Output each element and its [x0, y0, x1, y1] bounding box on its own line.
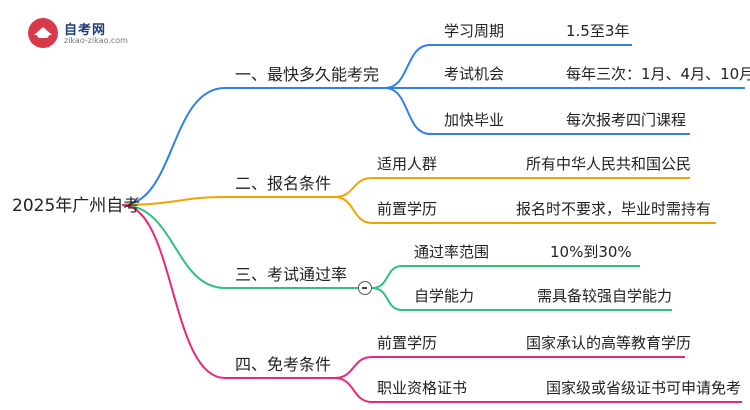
- item-3-2-key: 自学能力: [414, 287, 475, 305]
- site-logo: 自考网 zikao-zikao.com: [28, 18, 148, 48]
- item-4-2-value: 国家级或省级证书可申请免考: [546, 379, 742, 397]
- item-1-2-key: 考试机会: [444, 65, 505, 83]
- connector-branch-2-item-1: [334, 177, 373, 198]
- item-2-2-value: 报名时不要求，毕业时需持有: [516, 200, 712, 218]
- connector-branch-2-item-2: [334, 196, 373, 224]
- item-1-3-value: 每次报考四门课程: [566, 111, 687, 129]
- collapse-toggle-icon[interactable]: [358, 281, 372, 295]
- item-3-1-key: 通过率范围: [414, 243, 490, 261]
- item-4-1-value: 国家承认的高等教育学历: [526, 334, 692, 352]
- item-1-1-key: 学习周期: [444, 22, 505, 40]
- connector-root-branch-1: [121, 87, 226, 206]
- logo-url: zikao-zikao.com: [64, 36, 128, 45]
- branch-4-label: 四、免考条件: [235, 355, 332, 374]
- item-1-1-value: 1.5至3年: [566, 22, 630, 40]
- item-4-1-key: 前置学历: [377, 334, 438, 352]
- connector-root-branch-4: [121, 204, 226, 379]
- item-1-2-value: 每年三次：1月、4月、10月: [566, 65, 750, 83]
- branch-1-label: 一、最快多久能考完: [235, 65, 380, 84]
- root-node: 2025年广州自考: [12, 196, 141, 216]
- connector-root-branch-2: [121, 196, 226, 206]
- item-3-2-value: 需具备较强自学能力: [537, 287, 673, 305]
- item-1-3-key: 加快毕业: [444, 111, 505, 129]
- connector-branch-3-item-1: [371, 265, 403, 289]
- logo-name: 自考网: [64, 23, 107, 38]
- connector-branch-1-item-1: [384, 44, 431, 89]
- item-2-1-key: 适用人群: [377, 155, 438, 173]
- item-3-1-value: 10%到30%: [550, 243, 632, 261]
- connector-branch-3-item-2: [371, 287, 403, 311]
- branch-2-label: 二、报名条件: [235, 174, 332, 193]
- item-4-2-key: 职业资格证书: [377, 379, 468, 397]
- connector-branch-4-item-1: [334, 356, 373, 379]
- connector-root-branch-3: [121, 204, 226, 289]
- connector-branch-4-item-2: [334, 377, 373, 403]
- item-2-2-key: 前置学历: [377, 200, 438, 218]
- graduation-cap-icon: [28, 18, 58, 48]
- branch-3-label: 三、考试通过率: [235, 265, 348, 284]
- connector-branch-1-item-3: [384, 87, 431, 135]
- item-2-1-value: 所有中华人民共和国公民: [526, 155, 692, 173]
